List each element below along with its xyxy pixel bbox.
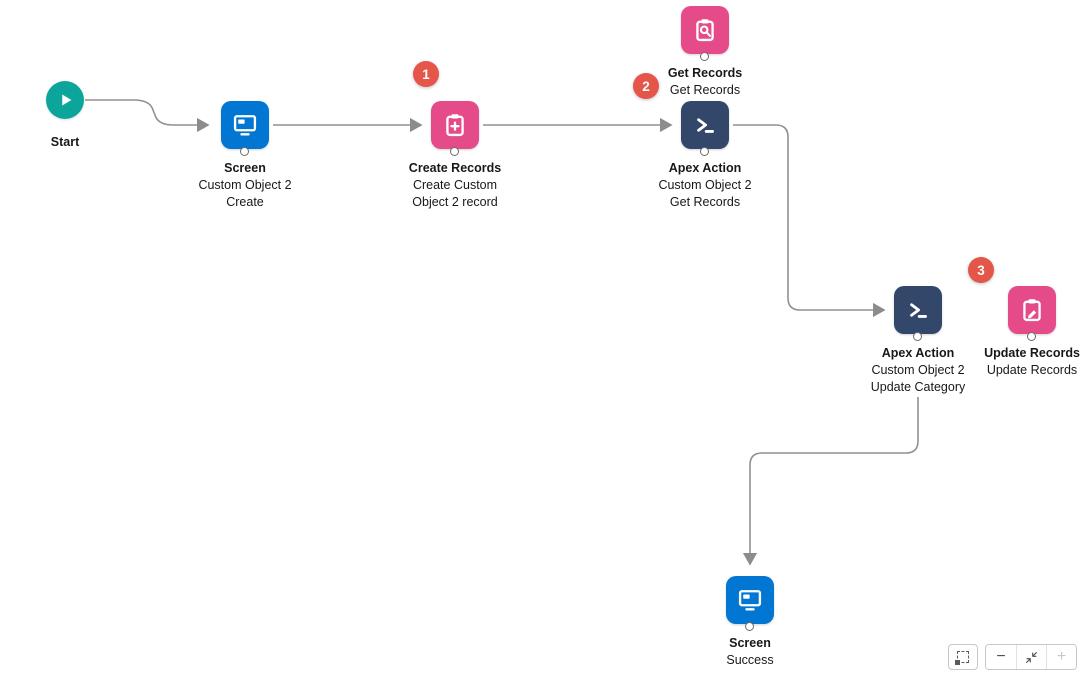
node-create-records[interactable]	[431, 101, 479, 149]
node-subtitle: Update Records	[986, 363, 1078, 377]
node-title: Get Records	[667, 66, 743, 80]
zoom-out-button[interactable]: −	[986, 645, 1016, 669]
multi-select-icon	[955, 651, 969, 665]
node-subtitle: Success	[726, 653, 774, 667]
fit-view-button[interactable]	[1016, 645, 1046, 669]
node-apex-update[interactable]	[894, 286, 942, 334]
node-subtitle: Create	[226, 195, 264, 209]
canvas-toolbar: − +	[948, 644, 1077, 670]
start-node[interactable]	[46, 81, 84, 119]
record-create-icon	[446, 114, 464, 137]
node-screen-create-label: Screen Custom Object 2 Create	[170, 160, 320, 211]
connector-port[interactable]	[450, 147, 459, 156]
connector-port[interactable]	[700, 147, 709, 156]
node-apex-update-label: Apex Action Custom Object 2 Update Categ…	[843, 345, 993, 396]
record-lookup-icon	[696, 19, 714, 42]
node-subtitle: Custom Object 2	[198, 178, 292, 192]
apex-terminal-icon	[910, 303, 927, 318]
node-get-records[interactable]	[681, 6, 729, 54]
node-update-records-label: Update Records Update Records	[972, 345, 1085, 379]
step-badge-1: 1	[413, 61, 439, 87]
node-subtitle: Create Custom	[412, 178, 498, 192]
connector-port[interactable]	[745, 622, 754, 631]
node-title: Create Records	[408, 161, 502, 175]
node-title: Screen	[729, 636, 771, 650]
node-create-records-label: Create Records Create Custom Object 2 re…	[380, 160, 530, 211]
connector-apex-update-to-screen-success	[742, 397, 919, 566]
node-title: Apex Action	[881, 346, 955, 360]
step-badge-3: 3	[968, 257, 994, 283]
connector-port[interactable]	[913, 332, 922, 341]
node-get-records-label: Get Records Get Records	[630, 65, 780, 99]
start-node-label: Start	[25, 134, 105, 151]
zoom-in-button[interactable]: +	[1046, 645, 1076, 669]
node-title: Update Records	[984, 346, 1080, 360]
node-screen-create[interactable]	[221, 101, 269, 149]
node-subtitle: Object 2 record	[412, 195, 498, 209]
play-icon	[62, 94, 72, 106]
node-subtitle: Custom Object 2	[658, 178, 752, 192]
node-subtitle: Update Category	[870, 380, 966, 394]
screen-monitor-icon	[233, 115, 257, 136]
node-subtitle: Get Records	[669, 195, 741, 209]
node-title: Start	[50, 135, 80, 149]
fit-view-icon	[1026, 651, 1037, 663]
node-title: Apex Action	[668, 161, 742, 175]
connector-start-to-screen	[85, 99, 210, 133]
node-title: Screen	[224, 161, 266, 175]
node-apex-get[interactable]	[681, 101, 729, 149]
zoom-controls: − +	[985, 644, 1077, 670]
multi-select-button[interactable]	[948, 644, 978, 670]
screen-monitor-icon	[738, 590, 762, 611]
connector-port[interactable]	[700, 52, 709, 61]
record-update-icon	[1023, 299, 1041, 322]
apex-terminal-icon	[697, 118, 714, 133]
node-screen-success[interactable]	[726, 576, 774, 624]
connector-port[interactable]	[1027, 332, 1036, 341]
node-apex-get-label: Apex Action Custom Object 2 Get Records	[630, 160, 780, 211]
step-badge-2: 2	[633, 73, 659, 99]
node-screen-success-label: Screen Success	[675, 635, 825, 669]
node-subtitle: Get Records	[669, 83, 741, 97]
connector-apex-to-apex-update	[733, 124, 886, 318]
node-subtitle: Custom Object 2	[871, 363, 965, 377]
connector-port[interactable]	[240, 147, 249, 156]
node-update-records[interactable]	[1008, 286, 1056, 334]
